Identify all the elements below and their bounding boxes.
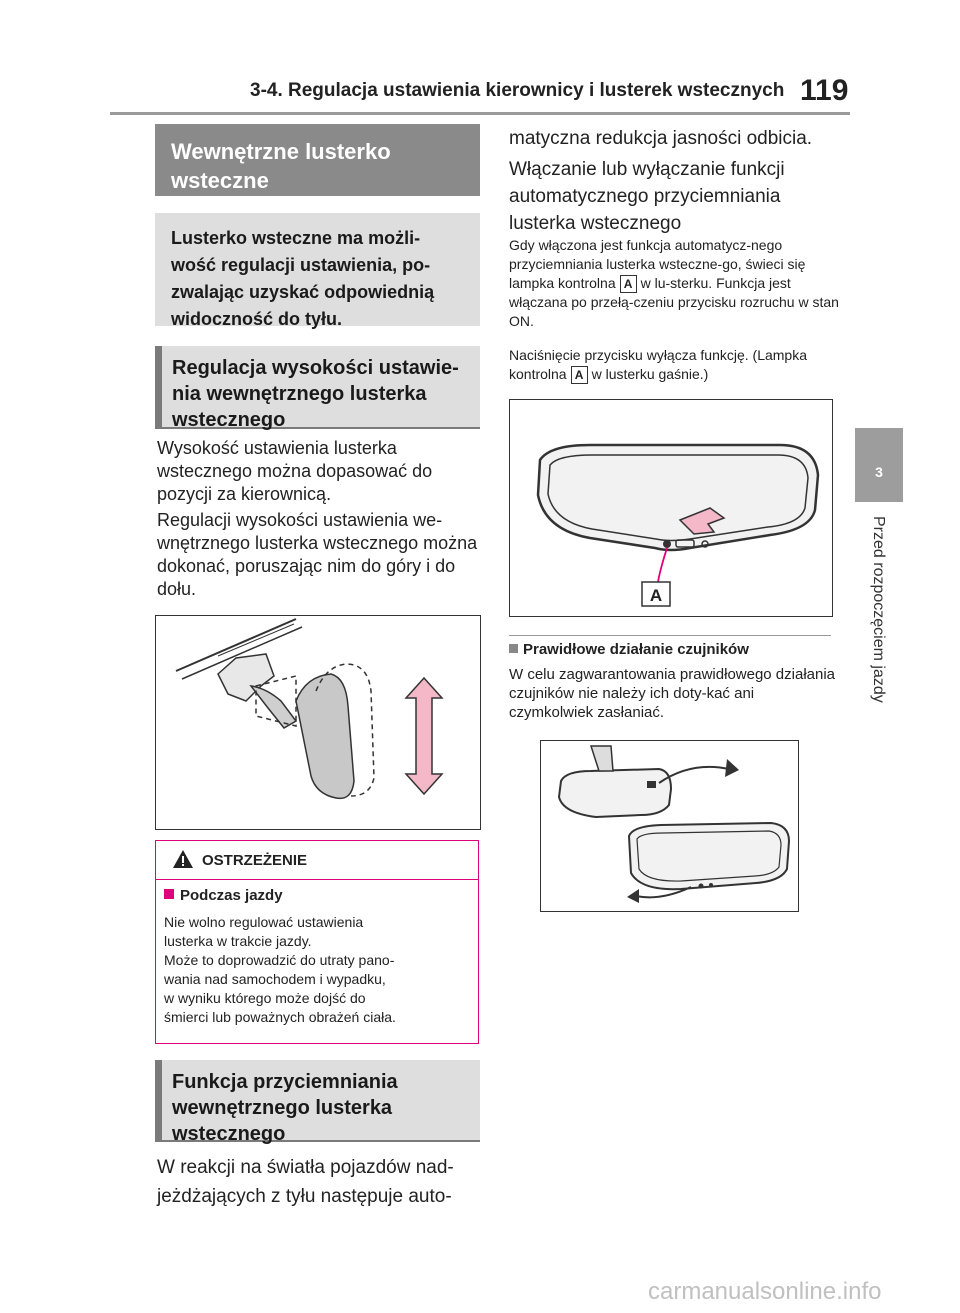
mirror-adjust-illustration <box>175 618 444 800</box>
warning-header: OSTRZEŻENIE <box>156 841 478 880</box>
header-title: 3-4. Regulacja ustawienia kierownicy i l… <box>250 80 785 101</box>
sensor-section-title: Prawidłowe działanie czujników <box>509 641 749 658</box>
paragraph-indicator-off: Naciśnięcie przycisku wyłącza funkcję. (… <box>509 346 839 385</box>
warning-subtitle: Podczas jazdy <box>164 887 283 904</box>
page-number: 119 <box>800 74 849 107</box>
figure-mirror-button: A <box>509 399 833 617</box>
paragraph-switch: Włączanie lub wyłączanie funkcji automat… <box>509 159 785 234</box>
indicator-a-icon: A <box>570 366 588 385</box>
section-title: Wewnętrzne lusterko wsteczne <box>155 124 480 196</box>
watermark: carmanualsonline.info <box>648 1278 882 1305</box>
section-intro: Lusterko wsteczne ma możli-wość regulacj… <box>155 213 480 329</box>
indicator-on-text-a: Gdy włączona jest funkcja automatycz-neg… <box>509 237 806 291</box>
indicator-off-text-a: Naciśnięcie przycisku wyłącza funkcję. (… <box>509 347 807 382</box>
mirror-button-illustration: A <box>536 443 820 607</box>
figure-sensor-locations <box>540 740 799 912</box>
paragraph-dimming: W reakcji na światła pojazdów nad-jeżdża… <box>157 1157 454 1207</box>
paragraph-height-1: Wysokość ustawienia lusterka wstecznego … <box>157 438 433 504</box>
square-bullet-icon <box>509 644 518 653</box>
warning-title: OSTRZEŻENIE <box>202 852 308 869</box>
figure-mirror-adjust <box>155 615 481 830</box>
indicator-on-text-b: w lu-sterku. Funkcja jest włączana po pr… <box>509 275 839 330</box>
sensor-title-text: Prawidłowe działanie czujników <box>523 641 749 658</box>
paragraph-height-2: Regulacji wysokości ustawienia we-wnętrz… <box>157 510 478 599</box>
paragraph-indicator-on: Gdy włączona jest funkcja automatycz-neg… <box>509 236 839 331</box>
figure-label-a: A <box>650 586 662 605</box>
warning-triangle-icon <box>173 850 193 868</box>
indicator-off-text-b: w lusterku gaśnie.) <box>591 366 709 382</box>
chapter-tab: 3 <box>855 428 903 502</box>
subhead-auto-dimming: Funkcja przyciemniania wewnętrznego lust… <box>155 1060 480 1145</box>
square-bullet-icon <box>164 889 174 899</box>
subhead-height-adjust: Regulacja wysokości ustawie-nia wewnętrz… <box>155 346 480 431</box>
sensor-location-illustration <box>557 745 791 903</box>
warning-text: Nie wolno regulować ustawienia lusterka … <box>164 914 396 1025</box>
paragraph-dimming-cont: matyczna redukcja jasności odbicia. <box>509 128 813 149</box>
sensor-paragraph: W celu zagwarantowania prawidłowego dzia… <box>509 666 836 721</box>
chapter-side-title: Przed rozpoczęciem jazdy <box>870 516 887 703</box>
section-rule <box>509 635 831 636</box>
indicator-a-icon: A <box>619 275 637 294</box>
warning-subtitle-text: Podczas jazdy <box>180 887 283 904</box>
warning-box: OSTRZEŻENIE Podczas jazdy Nie wolno regu… <box>155 840 479 1044</box>
header-rule <box>110 112 850 115</box>
